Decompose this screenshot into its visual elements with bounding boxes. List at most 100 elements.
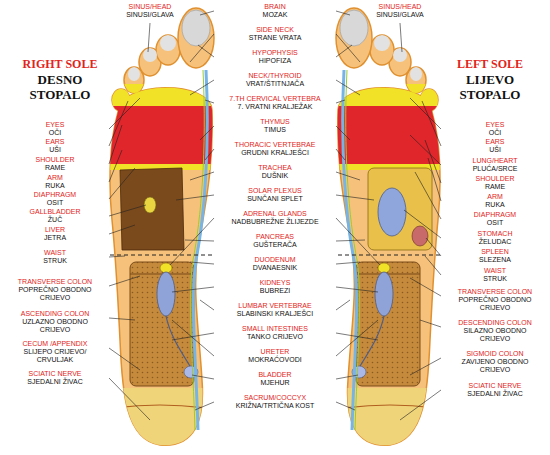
zone-label: HYPOPHYSIS: [217, 49, 333, 57]
label-group: SHOULDERRAME: [443, 175, 547, 191]
zone-label: ARM: [443, 193, 547, 201]
label-group: HYPOPHYSISHIPOFIZA: [217, 49, 333, 65]
zone-label: TRANSVERSE COLON: [13, 278, 97, 286]
zone-label: EYES: [3, 121, 107, 129]
sole-heading: LEFT SOLE: [438, 57, 542, 72]
label-group: PANCREASGUŠTERAČA: [217, 233, 333, 249]
zone-label-translation: ŽELUDAC: [443, 238, 547, 246]
zone-label: 7.TH CERVICAL VERTEBRA: [217, 95, 333, 103]
zone-label-translation: SJEDALNI ŽIVAC: [443, 390, 547, 398]
label-group: LUMBAR VERTEBRAESLABINSKI KRALJEŠCI: [217, 302, 333, 318]
label-group: NECK/THYROIDVRAT/ŠTITNJAČA: [217, 72, 333, 88]
zone-label: CECUM /APPENDIX: [13, 340, 97, 348]
zone-label-translation: SJEDALNI ŽIVAC: [3, 378, 107, 386]
zone-label-translation: DUŠNIK: [217, 172, 333, 180]
label-group: GALLBLADDERŽUČ: [3, 208, 107, 224]
zone-label-translation: OSIT: [3, 199, 107, 207]
zone-label-translation: GRUDNI KRALJEŠCI: [217, 149, 333, 157]
zone-label-translation: UŠI: [443, 146, 547, 154]
label-group: DESCENDING COLONSILAZNO OBODNO CRIJEVO: [453, 319, 537, 343]
zone-label-translation: TIMUS: [217, 126, 333, 134]
zone-label: DIAPHRAGM: [443, 211, 547, 219]
zone-label-translation: SINUSI/GLAVA: [368, 11, 432, 19]
zone-label-translation: MJEHUR: [217, 379, 333, 387]
zone-label: ADRENAL GLANDS: [217, 210, 333, 218]
zone-label-translation: ZAVIJENO OBODNO CRIJEVO: [453, 358, 537, 374]
zone-label-translation: RAME: [3, 164, 107, 172]
label-group: LUNG/HEARTPLUĆA/SRCE: [443, 157, 547, 173]
zone-label-translation: RAME: [443, 183, 547, 191]
zone-label: KIDNEYS: [217, 279, 333, 287]
zone-label-translation: SLABINSKI KRALJEŠCI: [217, 310, 333, 318]
zone-label: WAIST: [3, 249, 107, 257]
leader-lines: [109, 11, 441, 420]
zone-label: TRANSVERSE COLON: [453, 288, 537, 296]
label-group: BRAINMOZAK: [217, 3, 333, 19]
right-sole-figure: [100, 8, 220, 448]
zone-label-translation: PLUĆA/SRCE: [443, 165, 547, 173]
label-group: DIAPHRAGMOSIT: [3, 191, 107, 207]
zone-label-translation: RUKA: [3, 182, 107, 190]
zone-label-translation: DVANAESNIK: [217, 264, 333, 272]
label-group: 7.TH CERVICAL VERTEBRA7. VRATNI KRALJEŽA…: [217, 95, 333, 111]
zone-label-translation: MOZAK: [217, 11, 333, 19]
zone-label: SCIATIC NERVE: [443, 382, 547, 390]
zone-label: SINUS/HEAD: [118, 3, 182, 11]
zone-label: THORACIC VERTEBRAE: [217, 141, 333, 149]
zone-label-translation: OČI: [443, 129, 547, 137]
zone-label-translation: OČI: [3, 129, 107, 137]
zone-label-translation: HIPOFIZA: [217, 57, 333, 65]
zone-label: SCIATIC NERVE: [3, 370, 107, 378]
zone-label-translation: BUBREZI: [217, 287, 333, 295]
zone-label: LUNG/HEART: [443, 157, 547, 165]
label-group: STOMACHŽELUDAC: [443, 230, 547, 246]
left-sole-figure: [330, 8, 450, 448]
zone-label: ASCENDING COLON: [13, 310, 97, 318]
label-group: EYESOČI: [443, 121, 547, 137]
zone-label: EARS: [443, 138, 547, 146]
zone-label: BLADDER: [217, 371, 333, 379]
zone-label-translation: SILAZNO OBODNO CRIJEVO: [453, 327, 537, 343]
zone-label: BRAIN: [217, 3, 333, 11]
zone-label-translation: STRUK: [443, 275, 547, 283]
zone-label-translation: POPREČNO OBODNO CRIJEVO: [453, 296, 537, 312]
zone-label-translation: SUNČANI SPLET: [217, 195, 333, 203]
label-group: SOLAR PLEXUSSUNČANI SPLET: [217, 187, 333, 203]
zone-label: EARS: [3, 138, 107, 146]
zone-label-translation: RUKA: [443, 201, 547, 209]
sole-heading: STOPALO: [438, 87, 542, 102]
label-group: CECUM /APPENDIXSLIJEPO CRIJEVO/ CRVULJAK: [13, 340, 97, 364]
label-group: EARSUŠI: [3, 138, 107, 154]
zone-label-translation: SLEZENA: [443, 256, 547, 264]
zone-label: DESCENDING COLON: [453, 319, 537, 327]
zone-label: SIGMOID COLON: [453, 350, 537, 358]
zone-label-translation: STRUK: [3, 257, 107, 265]
zone-label-translation: GUŠTERAČA: [217, 241, 333, 249]
label-group: THORACIC VERTEBRAEGRUDNI KRALJEŠCI: [217, 141, 333, 157]
sole-heading: RIGHT SOLE: [8, 57, 112, 72]
zone-label-translation: NADBUBREŽNE ŽLIJEZDE: [217, 218, 333, 226]
zone-label: DIAPHRAGM: [3, 191, 107, 199]
zone-label-translation: MOKRAĆOVODI: [217, 356, 333, 364]
zone-label: PANCREAS: [217, 233, 333, 241]
zone-label-translation: JETRA: [3, 234, 107, 242]
label-group: WAISTSTRUK: [443, 267, 547, 283]
spleen-zone: [412, 226, 428, 246]
zone-label: STOMACH: [443, 230, 547, 238]
zone-label: SPLEEN: [443, 248, 547, 256]
label-group: ARMRUKA: [3, 174, 107, 190]
label-group: SIDE NECKSTRANE VRATA: [217, 26, 333, 42]
label-group: WAISTSTRUK: [3, 249, 107, 265]
zone-label: EYES: [443, 121, 547, 129]
zone-label: SMALL INTESTINES: [217, 325, 333, 333]
label-group: TRANSVERSE COLONPOPREČNO OBODNO CRIJEVO: [13, 278, 97, 302]
zone-label-translation: 7. VRATNI KRALJEŽAK: [217, 103, 333, 111]
zone-label-translation: SINUSI/GLAVA: [118, 11, 182, 19]
zone-label: URETER: [217, 348, 333, 356]
zone-label: GALLBLADDER: [3, 208, 107, 216]
liver-zone: [120, 168, 184, 250]
zone-label: SHOULDER: [3, 156, 107, 164]
label-group: TRANSVERSE COLONPOPREČNO OBODNO CRIJEVO: [453, 288, 537, 312]
label-group: SINUS/HEADSINUSI/GLAVA: [118, 3, 182, 19]
